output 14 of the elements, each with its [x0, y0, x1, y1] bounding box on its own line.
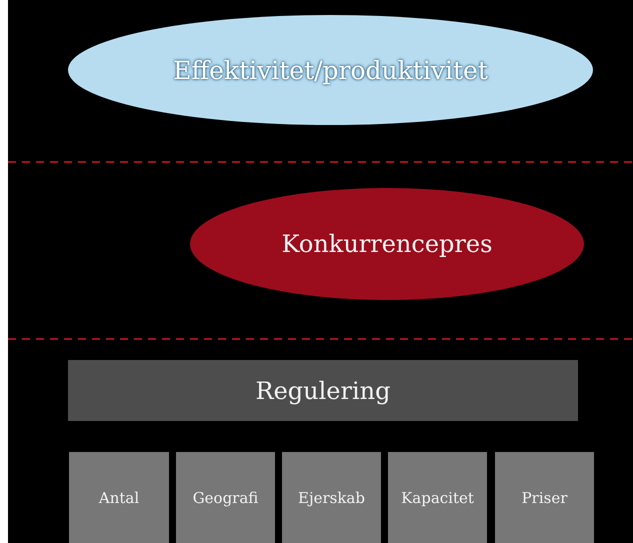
- category-box: [69, 452, 169, 543]
- node-label: Kapacitet: [401, 488, 474, 506]
- category-box: [68, 360, 578, 421]
- node-label: Regulering: [256, 376, 390, 404]
- node-label: Priser: [522, 488, 568, 506]
- category-box: [495, 452, 594, 543]
- category-box: [388, 452, 487, 543]
- node-label: Geografi: [192, 488, 258, 506]
- node-label: Effektivitet/produktivitet: [173, 56, 488, 84]
- category-box: [176, 452, 275, 543]
- node-label: Ejerskab: [298, 488, 365, 506]
- node-label: Konkurrencepres: [282, 230, 492, 258]
- node-label: Antal: [98, 488, 140, 506]
- category-box: [282, 452, 381, 543]
